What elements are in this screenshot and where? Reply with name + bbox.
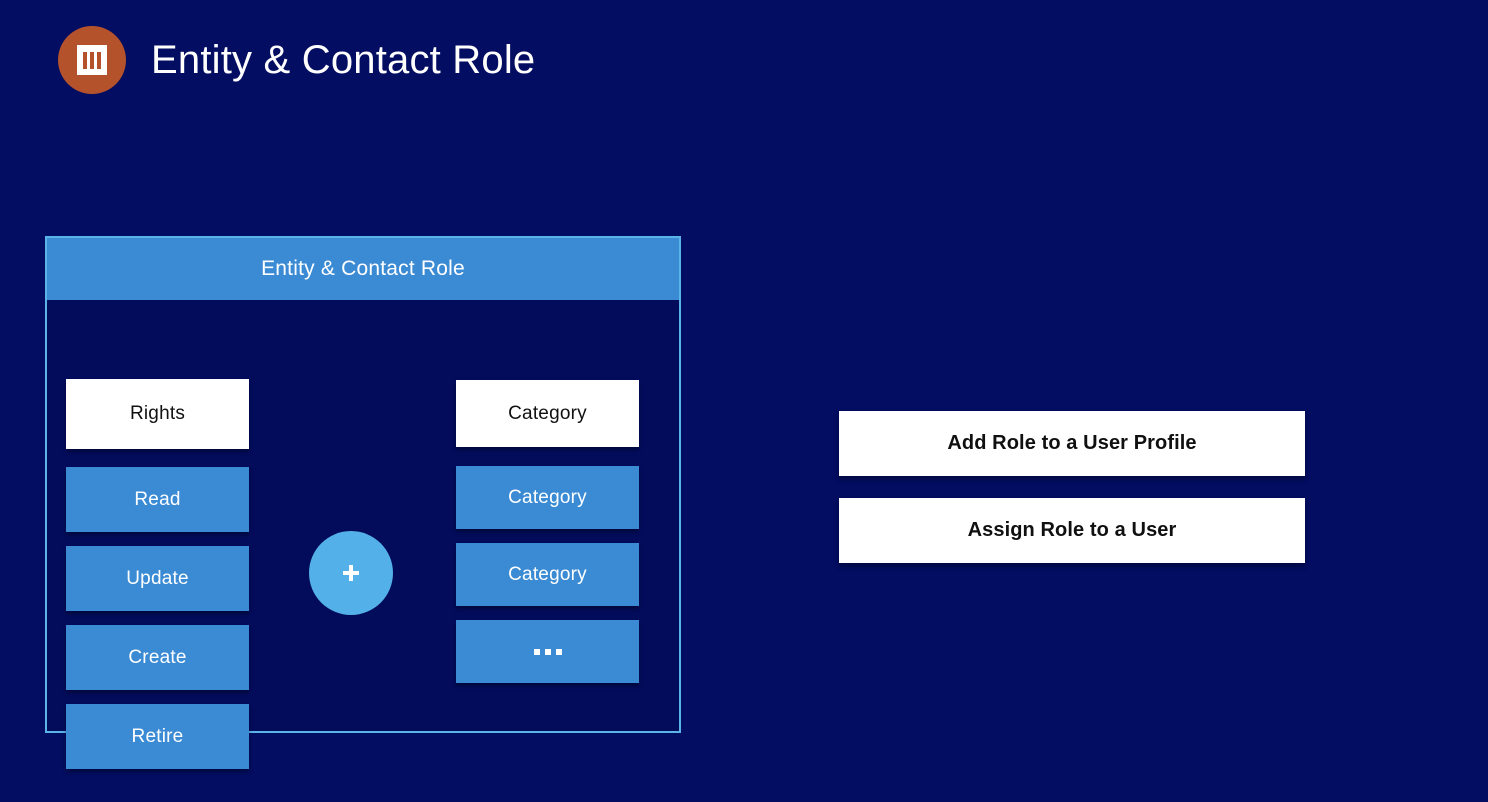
assign-role-to-user-button[interactable]: Assign Role to a User	[839, 498, 1305, 563]
ellipsis-icon	[533, 648, 562, 655]
rights-item-read[interactable]: Read	[66, 467, 249, 532]
rights-item-create[interactable]: Create	[66, 625, 249, 690]
rights-item-retire[interactable]: Retire	[66, 704, 249, 769]
page-title: Entity & Contact Role	[151, 38, 536, 82]
category-item-1[interactable]: Category	[456, 466, 639, 529]
bank-columns-icon	[58, 26, 126, 94]
plus-icon[interactable]	[309, 531, 393, 615]
card-body: Rights Read Update Create Retire Categor…	[47, 300, 679, 769]
plus-icon-vertical-bar	[349, 565, 353, 581]
card-header-title: Entity & Contact Role	[47, 238, 679, 300]
role-actions-group: Add Role to a User Profile Assign Role t…	[839, 411, 1305, 563]
category-column-header: Category	[456, 380, 639, 447]
category-column: Category Category Category	[456, 380, 639, 683]
category-item-more[interactable]	[456, 620, 639, 683]
rights-column: Rights Read Update Create Retire	[66, 379, 249, 769]
bank-columns-icon-glyph	[77, 45, 107, 75]
page-header: Entity & Contact Role	[58, 26, 535, 94]
rights-column-header: Rights	[66, 379, 249, 449]
category-item-2[interactable]: Category	[456, 543, 639, 606]
rights-item-update[interactable]: Update	[66, 546, 249, 611]
add-role-to-user-profile-button[interactable]: Add Role to a User Profile	[839, 411, 1305, 476]
entity-contact-role-card: Entity & Contact Role Rights Read Update…	[45, 236, 681, 769]
